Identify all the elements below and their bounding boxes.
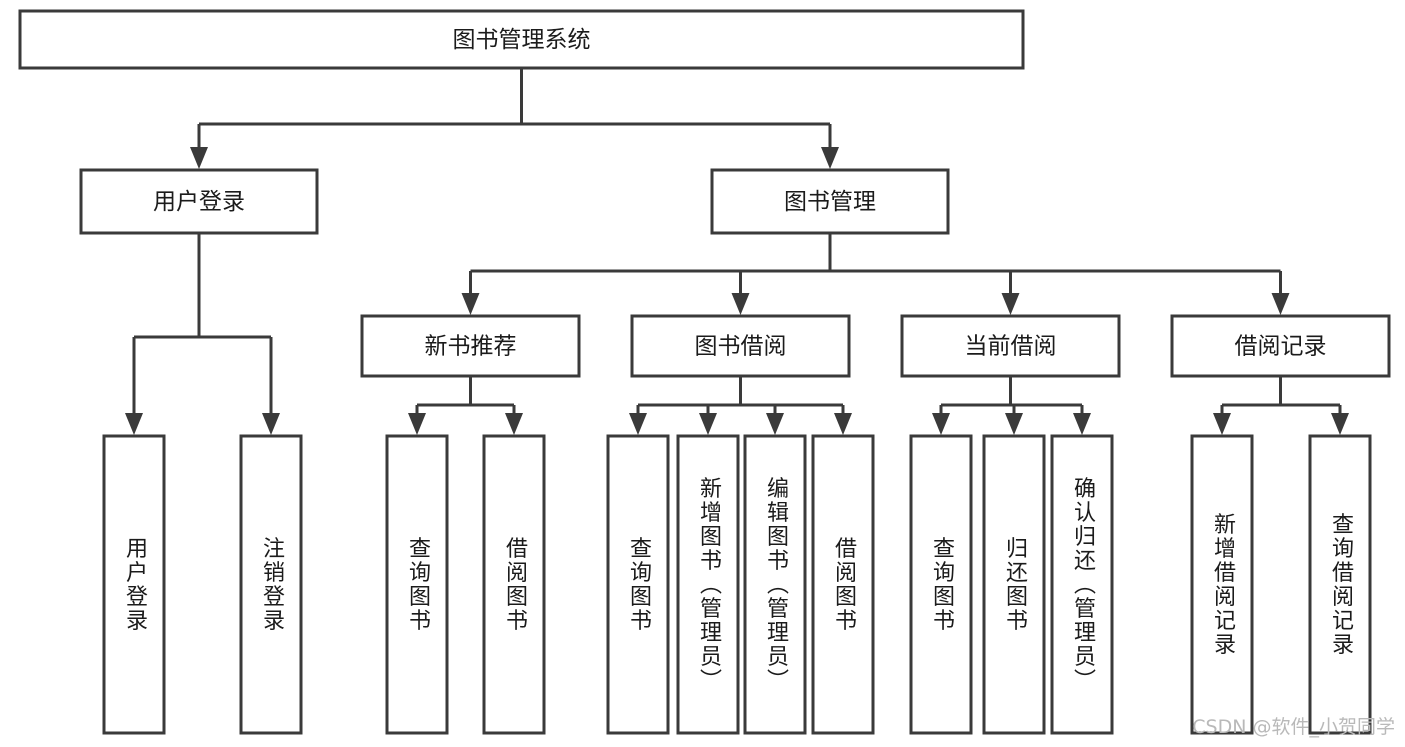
connector-user-login-split (125, 233, 280, 435)
node-label: 查询借阅记录 (1328, 513, 1354, 657)
node-label: 图书借阅 (695, 334, 787, 360)
node-label: 借阅记录 (1235, 334, 1327, 360)
node-label: 编辑图书（管理员） (763, 477, 789, 693)
connector-borrow-record-split (1213, 376, 1349, 435)
node-user-login[interactable]: 用户登录 (79, 168, 319, 235)
connector-book-borrow-split (629, 376, 852, 435)
node-leaf-return-book[interactable]: 归还图书 (982, 434, 1046, 735)
node-leaf-query-book-a[interactable]: 查询图书 (385, 434, 449, 735)
node-borrow-record[interactable]: 借阅记录 (1170, 314, 1391, 378)
node-label: 查询图书 (626, 537, 652, 633)
node-label: 新增图书（管理员） (696, 477, 722, 693)
node-label: 借阅图书 (502, 537, 528, 633)
node-label: 用户登录 (153, 189, 245, 215)
node-new-book-rec[interactable]: 新书推荐 (360, 314, 581, 378)
node-leaf-query-book-b[interactable]: 查询图书 (606, 434, 670, 735)
node-book-manage[interactable]: 图书管理 (710, 168, 950, 235)
node-book-borrow[interactable]: 图书借阅 (630, 314, 851, 378)
node-label: 归还图书 (1002, 537, 1028, 633)
node-leaf-borrow-book-b[interactable]: 借阅图书 (811, 434, 875, 735)
node-label: 图书管理 (784, 189, 876, 215)
node-leaf-logout[interactable]: 注销登录 (239, 434, 303, 735)
connector-root-split (190, 68, 839, 169)
node-leaf-borrow-book-a[interactable]: 借阅图书 (482, 434, 546, 735)
node-leaf-query-record[interactable]: 查询借阅记录 (1308, 434, 1372, 735)
node-label: 借阅图书 (831, 537, 857, 633)
node-label: 查询图书 (929, 537, 955, 633)
node-current-borrow[interactable]: 当前借阅 (900, 314, 1121, 378)
connector-new-book-rec-split (408, 376, 523, 435)
node-layer: 图书管理系统用户登录图书管理新书推荐图书借阅当前借阅借阅记录用户登录注销登录查询… (18, 9, 1391, 735)
node-label: 用户登录 (122, 537, 148, 633)
node-leaf-user-login[interactable]: 用户登录 (102, 434, 166, 735)
node-label: 当前借阅 (965, 334, 1057, 360)
node-leaf-add-book[interactable]: 新增图书（管理员） (676, 434, 740, 735)
node-label: 注销登录 (259, 537, 285, 633)
connector-current-borrow-split (932, 376, 1091, 435)
node-leaf-edit-book[interactable]: 编辑图书（管理员） (743, 434, 807, 735)
node-label: 图书管理系统 (453, 27, 591, 53)
node-leaf-add-record[interactable]: 新增借阅记录 (1190, 434, 1254, 735)
node-label: 查询图书 (405, 537, 431, 633)
node-label: 新增借阅记录 (1210, 513, 1236, 657)
node-label: 确认归还（管理员） (1070, 477, 1096, 693)
connector-book-manage-split (461, 233, 1290, 315)
node-root[interactable]: 图书管理系统 (18, 9, 1025, 70)
connector-layer (125, 68, 1349, 435)
node-leaf-confirm-return[interactable]: 确认归还（管理员） (1050, 434, 1114, 735)
node-leaf-query-book-c[interactable]: 查询图书 (909, 434, 973, 735)
node-label: 新书推荐 (425, 334, 517, 360)
